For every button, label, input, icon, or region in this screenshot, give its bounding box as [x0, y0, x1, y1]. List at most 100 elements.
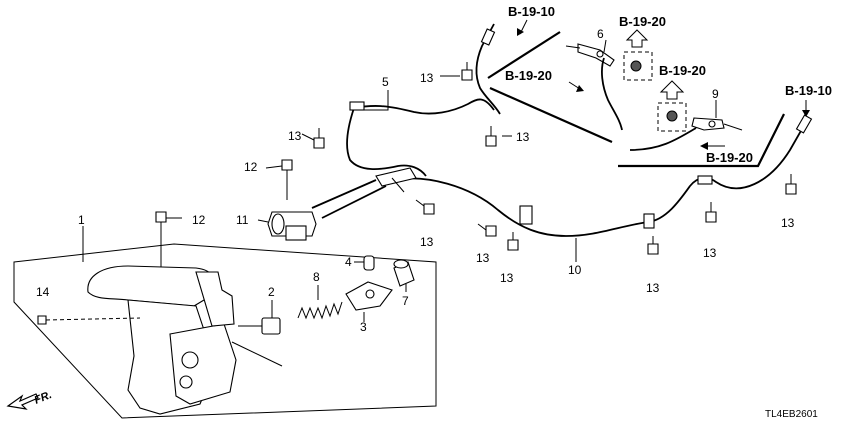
callout-5: 5 — [382, 75, 389, 89]
rod — [231, 341, 283, 367]
bolt-head-icon — [705, 211, 717, 223]
screw-dashed-line — [45, 317, 141, 321]
leader-12a — [265, 165, 283, 169]
part-2-adjuster[interactable] — [238, 317, 281, 335]
bolt-13-i[interactable] — [785, 174, 797, 195]
part-9-bracket[interactable] — [666, 100, 743, 131]
part-10-cable[interactable] — [393, 114, 813, 237]
screw-head-icon — [37, 315, 47, 325]
bolt-13-a[interactable] — [461, 62, 473, 81]
cable-9-run — [629, 127, 697, 151]
bolt-head-icon — [281, 159, 293, 171]
bolt-13-c[interactable] — [485, 126, 497, 147]
up-arrow-icon — [659, 80, 685, 100]
ref-arrow-head — [517, 28, 524, 36]
ratchet-plate — [195, 271, 235, 327]
ref-b1920-mid[interactable]: B-19-20 — [505, 68, 584, 92]
bolt-head-icon — [313, 137, 325, 149]
leader-11 — [257, 219, 269, 223]
callout-13a: 13 — [420, 71, 434, 85]
cable-10-run — [393, 121, 807, 237]
ref-b1920-lower-right[interactable]: B-19-20 — [700, 142, 753, 165]
ref-arrow-head — [802, 110, 810, 117]
callout-10: 10 — [568, 263, 582, 277]
body-line-right — [618, 113, 785, 168]
pin-body — [363, 255, 375, 271]
bolt-13-h[interactable] — [705, 202, 717, 223]
bolt-head-icon — [785, 183, 797, 195]
front-arrow-icon — [6, 393, 39, 410]
part-7-nut[interactable] — [393, 259, 415, 287]
ref-b1920-mid-label: B-19-20 — [505, 68, 552, 83]
part-5-cable[interactable] — [346, 23, 501, 177]
equalizer-body — [375, 167, 417, 187]
cable-clip — [643, 213, 655, 229]
bolt-13-b[interactable] — [313, 128, 325, 149]
bolt-13-e[interactable] — [477, 223, 497, 237]
ref-b1920-top-right[interactable]: B-19-20 — [619, 14, 666, 81]
callout-13d: 13 — [420, 235, 434, 249]
callout-12a: 12 — [244, 160, 258, 174]
bolt-shaft — [565, 45, 581, 49]
nut-icon — [630, 60, 642, 72]
bolt-12-a[interactable] — [281, 159, 293, 200]
detail-box — [623, 51, 653, 81]
front-direction-label: FR. — [33, 389, 54, 407]
callout-1: 1 — [78, 213, 85, 227]
bolt-13-f[interactable] — [507, 232, 519, 251]
part-1-parking-brake-lever[interactable] — [87, 265, 283, 415]
bracket-9 — [691, 117, 725, 131]
callout-8: 8 — [313, 270, 320, 284]
ref-b1910-top-label: B-19-10 — [508, 4, 555, 19]
bolt-13-g[interactable] — [647, 236, 659, 255]
front-direction-indicator: FR. — [6, 389, 54, 410]
ref-b1910-right-label: B-19-10 — [785, 83, 832, 98]
cable-5-run — [353, 98, 495, 115]
part-11-cable-guide[interactable] — [267, 211, 317, 241]
bolt-head-icon — [485, 225, 497, 237]
bolt-head-icon — [647, 243, 659, 255]
part-6-bracket[interactable] — [565, 39, 642, 72]
part-4-pin[interactable] — [363, 255, 375, 271]
callout-4: 4 — [345, 255, 352, 269]
bolt-head-icon — [507, 239, 519, 251]
body-line-upper — [487, 31, 561, 79]
cable-clip — [519, 205, 533, 225]
bolt-head-icon — [155, 211, 167, 223]
part-8-spring[interactable] — [297, 301, 343, 320]
cable-5-upper-end — [475, 23, 501, 115]
callout-2: 2 — [268, 285, 275, 299]
callout-13c: 13 — [516, 130, 530, 144]
callout-11: 11 — [236, 213, 249, 227]
leader-line — [603, 39, 607, 53]
bolt-shaft — [723, 123, 743, 131]
bolt-head — [708, 120, 716, 128]
ref-b1920-right[interactable]: B-19-20 — [657, 63, 706, 132]
ref-b1920-right-label: B-19-20 — [659, 63, 706, 78]
bracket-6 — [577, 43, 615, 67]
ref-b1910-top[interactable]: B-19-10 — [508, 4, 555, 36]
bolt-shaft — [415, 199, 425, 207]
bolt-13-d[interactable] — [415, 199, 435, 215]
cable-end-fitting — [795, 114, 813, 134]
bolt-head-icon — [423, 203, 435, 215]
leader-13b — [301, 133, 315, 141]
guide-bracket — [285, 225, 307, 241]
bolt-head-icon — [485, 135, 497, 147]
callout-13h: 13 — [703, 246, 717, 260]
part-3-equalizer[interactable] — [345, 281, 393, 311]
callout-12b: 12 — [192, 213, 206, 227]
cable-equalizer[interactable] — [311, 167, 417, 219]
detail-box — [657, 102, 687, 132]
callout-6: 6 — [597, 27, 604, 41]
part-14-screw[interactable] — [37, 315, 141, 325]
cable-clip — [697, 175, 713, 185]
ref-arrow-head — [576, 85, 584, 92]
cable-5-lower — [346, 107, 427, 177]
ref-b1920-top-right-label: B-19-20 — [619, 14, 666, 29]
callout-14: 14 — [36, 285, 50, 299]
cable-end-fitting — [480, 28, 496, 46]
diagram-code: TL4EB2601 — [765, 409, 818, 420]
pivot-icon — [181, 351, 199, 369]
ref-b1910-right[interactable]: B-19-10 — [785, 83, 832, 117]
